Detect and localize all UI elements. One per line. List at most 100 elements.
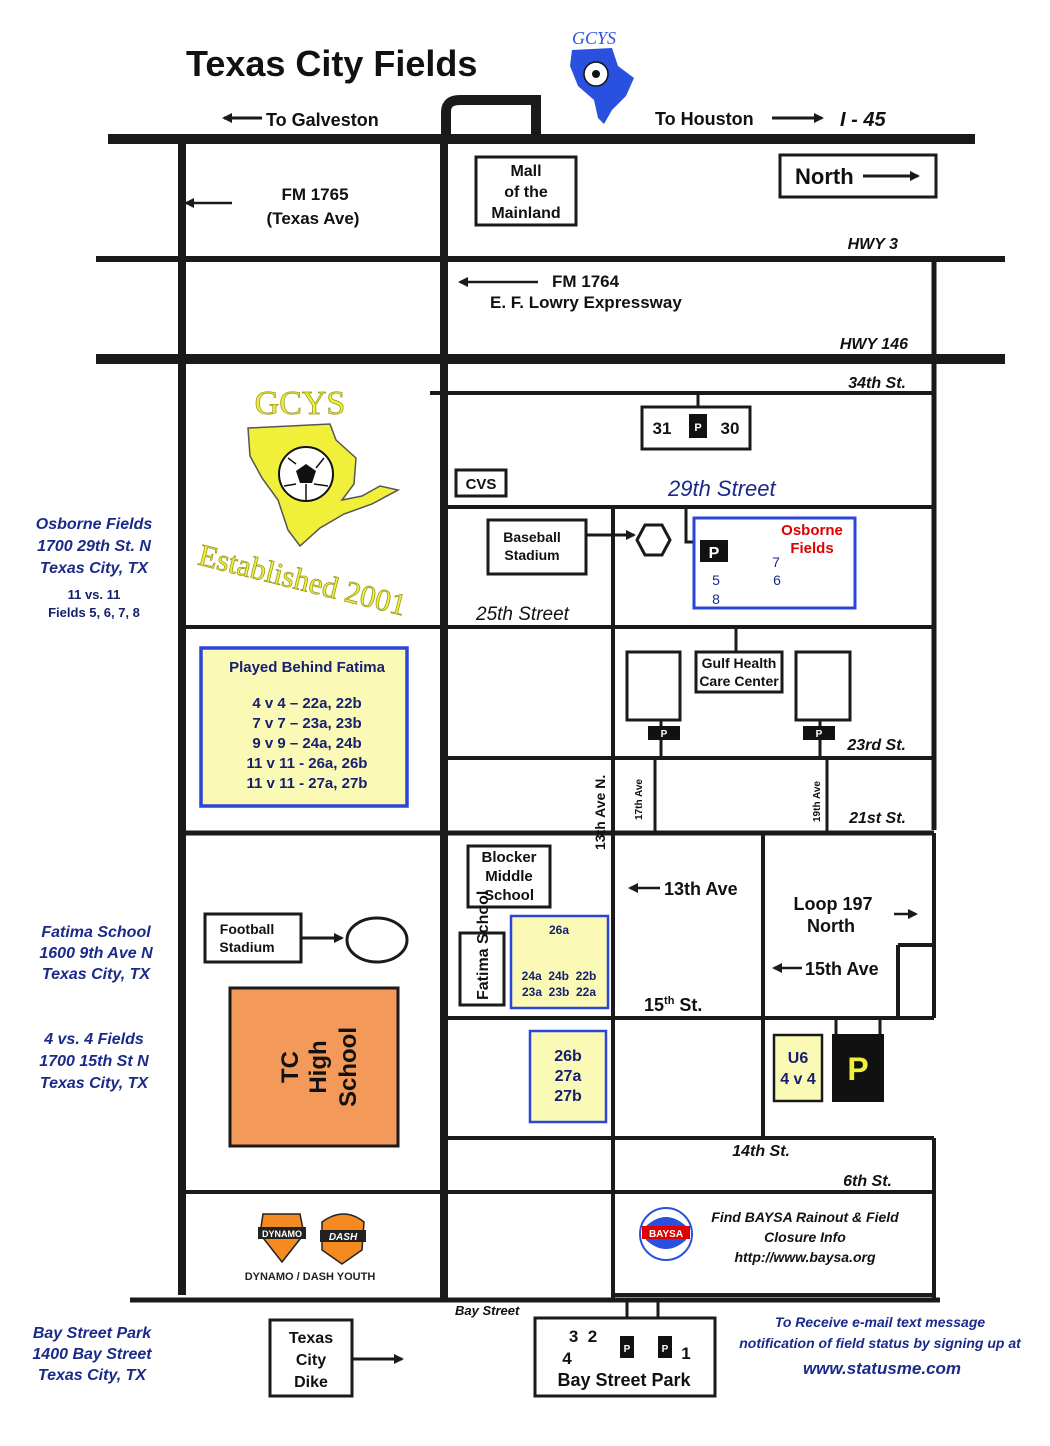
svg-text:Fatima School: Fatima School [41, 924, 151, 941]
svg-text:1700 15th St N: 1700 15th St N [39, 1053, 149, 1070]
svg-text:8: 8 [712, 591, 720, 607]
svg-text:Bay Street Park: Bay Street Park [557, 1370, 691, 1390]
svg-text:1: 1 [681, 1344, 690, 1363]
svg-text:Gulf Health: Gulf Health [702, 655, 777, 671]
23rd-st-label: 23rd St. [846, 737, 906, 754]
north-indicator: North [778, 153, 938, 199]
blocker-middle-school: Blocker Middle School [466, 844, 552, 909]
svg-text:1600 9th Ave N: 1600 9th Ave N [39, 945, 153, 962]
fm1764-label: FM 1764 [552, 272, 620, 291]
svg-text:P: P [624, 1344, 631, 1355]
19th-ave-label: 19th Ave [812, 781, 823, 822]
svg-text:Middle: Middle [485, 868, 533, 885]
fields-31-30: 31 P 30 [640, 393, 752, 451]
svg-text:Football: Football [220, 921, 274, 937]
played-behind-fatima-box: Played Behind Fatima 4 v 4 – 22a, 22b 7 … [199, 646, 409, 808]
svg-text:7: 7 [772, 554, 780, 570]
u6-4v4-fields-box: U6 4 v 4 [772, 1033, 824, 1103]
svg-text:P: P [709, 545, 720, 562]
svg-text:3 2: 3 2 [569, 1327, 597, 1346]
to-galveston-label: To Galveston [266, 110, 379, 130]
baysa-url[interactable]: http://www.baysa.org [734, 1249, 875, 1265]
svg-text:High: High [305, 1040, 332, 1093]
svg-text:of the: of the [504, 184, 548, 201]
statusme-info-line1: To Receive e-mail text message [775, 1314, 986, 1330]
17th-ave-label: 17th Ave [634, 779, 645, 820]
svg-text:North: North [795, 164, 854, 189]
svg-text:DYNAMO: DYNAMO [262, 1229, 302, 1239]
svg-text:DYNAMO / DASH YOUTH: DYNAMO / DASH YOUTH [245, 1271, 376, 1283]
road-ramp [441, 95, 541, 139]
left-info-bay-street: Bay Street Park 1400 Bay Street Texas Ci… [32, 1325, 152, 1384]
svg-text:1700 29th St. N: 1700 29th St. N [37, 538, 151, 555]
svg-text:23a 23b 22a: 23a 23b 22a [522, 985, 596, 999]
left-info-4v4: 4 vs. 4 Fields 1700 15th St N Texas City… [39, 1031, 149, 1092]
svg-text:4: 4 [562, 1349, 572, 1368]
25th-street-label: 25th Street [475, 604, 570, 625]
svg-text:Stadium: Stadium [219, 939, 274, 955]
svg-text:1400 Bay Street: 1400 Bay Street [32, 1346, 152, 1363]
svg-text:Fields: Fields [790, 540, 833, 557]
svg-text:26a: 26a [549, 923, 569, 937]
svg-text:Dike: Dike [294, 1374, 328, 1391]
svg-text:Texas City, TX: Texas City, TX [42, 966, 152, 983]
svg-text:GCYS: GCYS [255, 385, 346, 422]
13th-ave-n-label: 13th Ave N. [592, 775, 608, 850]
svg-text:11 v 11 - 26a, 26b: 11 v 11 - 26a, 26b [247, 755, 368, 772]
osborne-fields-box: P Osborne Fields 7 6 5 8 [684, 507, 857, 610]
football-stadium: Football Stadium [203, 912, 409, 964]
tc-high-school: TC High School [228, 986, 400, 1148]
loop-197-north-label: North [807, 916, 855, 936]
statusme-url[interactable]: www.statusme.com [803, 1359, 961, 1378]
svg-text:DASH: DASH [329, 1232, 358, 1243]
statusme-info-line2: notification of field status by signing … [739, 1335, 1022, 1351]
svg-text:Mall: Mall [510, 163, 541, 180]
14th-st-label: 14th St. [732, 1143, 790, 1160]
fatima-school-label: Fatima School [475, 891, 492, 1000]
svg-text:4 vs. 4 Fields: 4 vs. 4 Fields [43, 1031, 144, 1048]
fm1765-label: FM 1765 [281, 185, 348, 204]
svg-text:Bay Street Park: Bay Street Park [33, 1325, 152, 1342]
parking-lot-large: P [832, 1018, 884, 1102]
cvs-building [454, 468, 508, 498]
svg-text:24a 24b 22b: 24a 24b 22b [522, 969, 597, 983]
svg-text:Mainland: Mainland [491, 205, 560, 222]
fields-26b-27a-27b-box: 26b 27a 27b [528, 1029, 608, 1124]
6th-st-label: 6th St. [843, 1173, 892, 1190]
svg-text:11 vs. 11: 11 vs. 11 [68, 587, 121, 602]
baysa-logo: BAYSA [639, 1207, 693, 1261]
svg-text:P: P [847, 1051, 868, 1087]
svg-text:Baseball: Baseball [503, 529, 561, 545]
svg-text:TC: TC [277, 1051, 304, 1083]
map-title: Texas City Fields [186, 43, 477, 84]
dynamo-dash-logo: DYNAMO DASH DYNAMO / DASH YOUTH [245, 1213, 376, 1283]
svg-text:Care Center: Care Center [699, 673, 779, 689]
fatima-school-building [458, 931, 506, 1007]
hwy146-label: HWY 146 [840, 336, 908, 353]
ef-lowry-label: E. F. Lowry Expressway [490, 293, 682, 312]
29th-street-label: 29th Street [667, 476, 777, 501]
i45-label: I - 45 [840, 109, 886, 131]
svg-text:Stadium: Stadium [504, 547, 559, 563]
texas-city-dike: Texas City Dike [268, 1318, 404, 1398]
gcys-logo-large: GCYS Established 2001 [195, 385, 411, 623]
svg-text:U6: U6 [788, 1050, 809, 1067]
svg-text:School: School [335, 1027, 362, 1107]
svg-text:GCYS: GCYS [572, 28, 616, 48]
svg-text:Texas City, TX: Texas City, TX [40, 1075, 150, 1092]
svg-text:9 v 9 – 24a, 24b: 9 v 9 – 24a, 24b [252, 735, 361, 752]
svg-text:11 v 11 - 27a, 27b: 11 v 11 - 27a, 27b [247, 775, 368, 792]
bay-street-park: 3 2 4 P P 1 Bay Street Park [533, 1316, 717, 1398]
to-houston-label: To Houston [655, 109, 754, 129]
svg-text:30: 30 [721, 419, 740, 438]
svg-text:27b: 27b [554, 1088, 582, 1105]
svg-text:P: P [816, 729, 823, 740]
svg-text:Blocker: Blocker [481, 849, 536, 866]
15th-st-label: 15th St. [644, 995, 702, 1015]
gulf-health-care-center: Gulf Health Care Center P P [625, 627, 852, 758]
svg-text:P: P [694, 422, 701, 434]
bay-street-label: Bay Street [455, 1303, 520, 1318]
hwy3-label: HWY 3 [848, 236, 898, 253]
svg-text:7 v 7 – 23a, 23b: 7 v 7 – 23a, 23b [252, 715, 361, 732]
